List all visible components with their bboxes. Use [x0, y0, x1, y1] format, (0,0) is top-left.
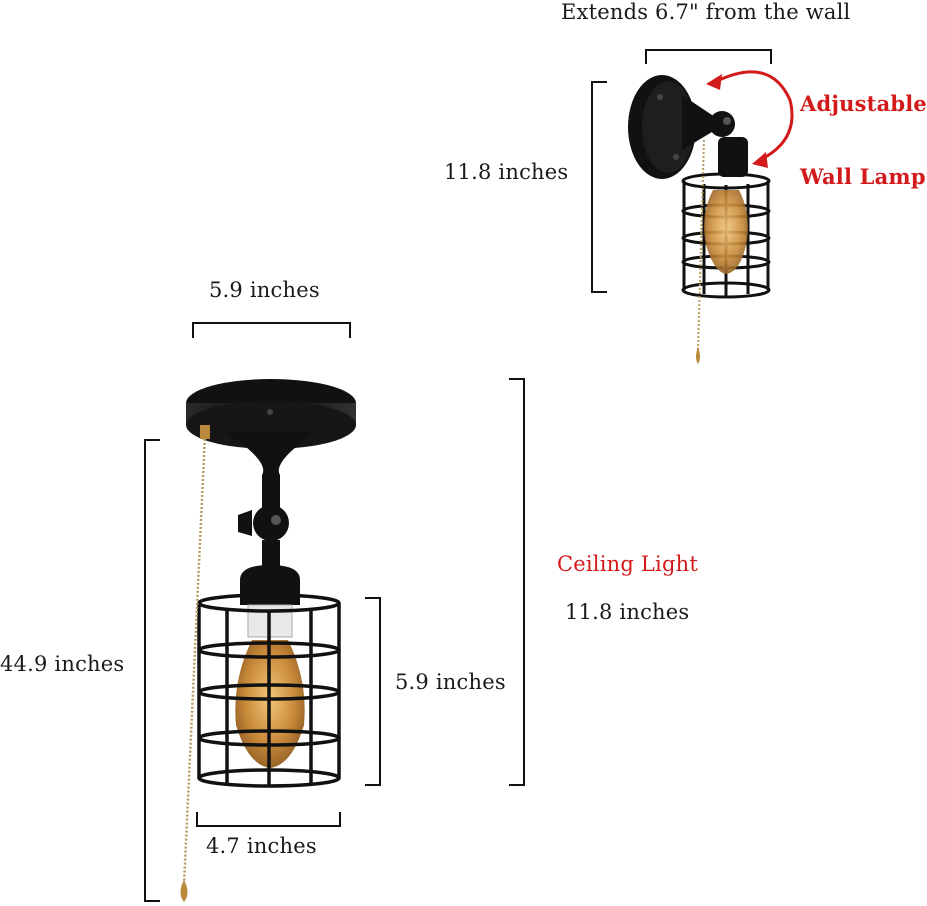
ceiling-height-bracket: [509, 378, 525, 786]
ceiling-height-label: 11.8 inches: [565, 600, 690, 624]
wall-lamp-image: [628, 75, 771, 364]
chain-length-label: 44.9 inches: [0, 652, 125, 676]
wall-extends-label: Extends 6.7" from the wall: [561, 0, 851, 24]
ceiling-light-image: [180, 379, 356, 902]
ceiling-light-label: Ceiling Light: [557, 552, 698, 576]
chain-length-bracket: [144, 439, 160, 902]
wall-height-label: 11.8 inches: [444, 160, 569, 184]
adjustable-label: Adjustable: [800, 91, 927, 116]
shade-width-bracket: [196, 812, 341, 827]
wall-height-bracket: [591, 81, 607, 293]
shade-width-label: 4.7 inches: [206, 834, 317, 858]
adjust-arrow-icon: [706, 70, 794, 168]
wall-width-bracket: [645, 49, 772, 64]
wall-lamp-label: Wall Lamp: [800, 164, 926, 189]
canopy-width-bracket: [192, 322, 351, 338]
shade-height-label: 5.9 inches: [395, 670, 506, 694]
shade-height-bracket: [365, 597, 381, 786]
canopy-width-label: 5.9 inches: [209, 278, 320, 302]
